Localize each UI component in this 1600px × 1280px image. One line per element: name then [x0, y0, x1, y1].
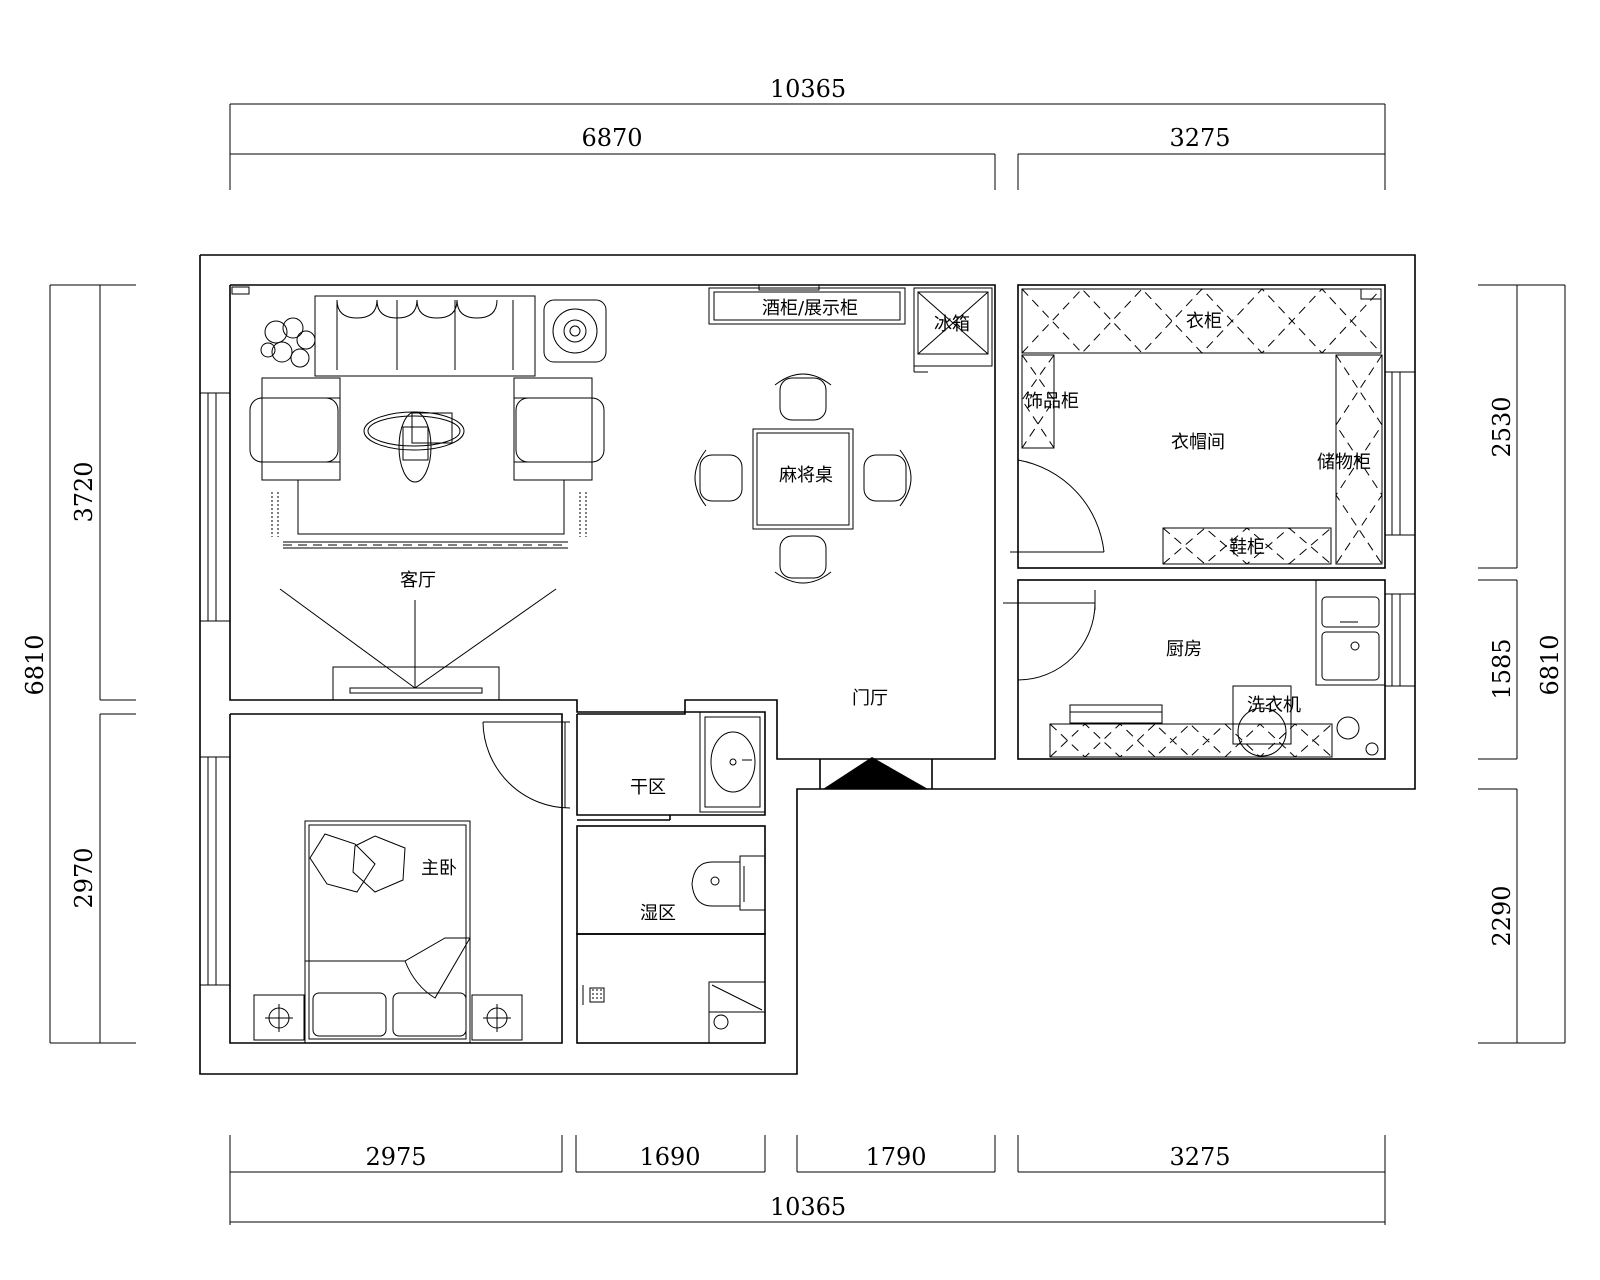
dim-right-total: 6810	[1536, 634, 1564, 695]
label-storage-cabinet: 储物柜	[1317, 452, 1371, 473]
sofa-set-icon	[249, 295, 607, 701]
label-foyer: 门厅	[852, 688, 888, 709]
windows	[199, 371, 1416, 986]
bathroom-fixtures-icon	[582, 711, 766, 1044]
dim-bottom-3: 1790	[865, 1143, 926, 1171]
label-master-bedroom: 主卧	[421, 858, 457, 879]
bed-icon	[253, 820, 523, 1044]
shoe-cabinet-icon	[1162, 527, 1332, 565]
corner-column	[231, 286, 250, 295]
label-shoe-cabinet: 鞋柜	[1229, 537, 1265, 558]
label-fridge: 冰箱	[934, 314, 970, 335]
wine-cabinet-icon	[708, 284, 906, 325]
dim-bottom-2: 1690	[639, 1143, 700, 1171]
dim-right-1: 2530	[1488, 396, 1516, 457]
label-living-room: 客厅	[400, 570, 436, 591]
wardrobe-cabinet-icon	[1021, 288, 1382, 354]
dim-right-2: 1585	[1488, 638, 1516, 699]
label-wine-cabinet: 酒柜/展示柜	[762, 298, 858, 319]
dim-right-3: 2290	[1488, 885, 1516, 946]
label-decor-cabinet: 饰品柜	[1025, 391, 1079, 412]
decor-cabinet-icon	[1021, 354, 1055, 449]
dim-left-lower: 2970	[70, 847, 98, 908]
dim-left-total: 6810	[21, 634, 49, 695]
dim-bottom-1: 2975	[365, 1143, 426, 1171]
kitchen-counter-icon	[1049, 579, 1386, 758]
dim-top-right: 3275	[1169, 124, 1230, 152]
label-dry-area: 干区	[630, 777, 666, 798]
mahjong-table-icon	[694, 373, 912, 584]
label-wardrobe: 衣柜	[1186, 311, 1222, 332]
dim-top-total: 10365	[770, 75, 846, 103]
dim-left-upper: 3720	[70, 461, 98, 522]
entrance-door-icon	[823, 757, 928, 789]
dim-bottom-4: 3275	[1169, 1143, 1230, 1171]
label-wet-area: 湿区	[640, 903, 676, 924]
dimension-lines	[49, 103, 1566, 1225]
dim-bottom-total: 10365	[770, 1193, 846, 1221]
storage-cabinet-icon	[1335, 354, 1383, 565]
label-washing-machine: 洗衣机	[1247, 695, 1301, 716]
fridge-icon	[913, 287, 993, 373]
dim-top-left: 6870	[581, 124, 642, 152]
doors	[482, 459, 1105, 809]
label-kitchen: 厨房	[1166, 639, 1202, 660]
label-mahjong-table: 麻将桌	[779, 465, 833, 486]
label-cloakroom: 衣帽间	[1171, 432, 1225, 453]
